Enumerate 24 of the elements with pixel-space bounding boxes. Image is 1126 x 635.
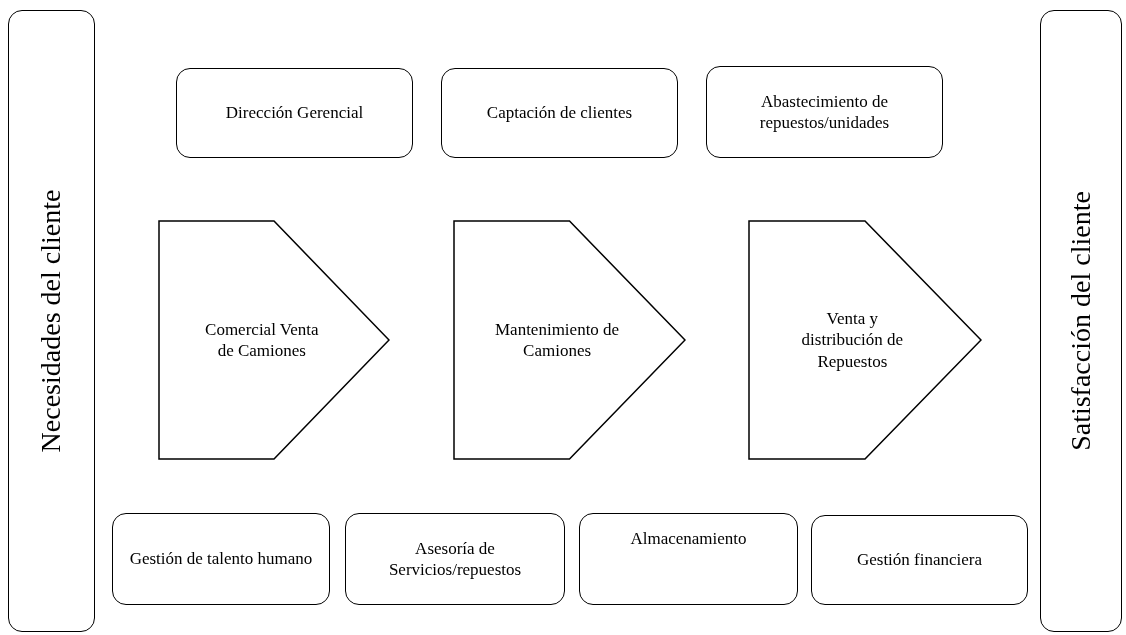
node-label: Necesidades del cliente [35,189,68,453]
node-label: Asesoría de Servicios/repuestos [387,537,523,581]
process-box [811,515,1028,605]
process-box [112,513,330,605]
node-label: Mantenimiento de Camiones [494,318,621,362]
process-box [176,68,413,158]
process-box [706,66,943,158]
node-label: Satisfacción del cliente [1065,191,1097,451]
node-label: Gestión financiera [855,549,984,571]
node-label: Captación de clientes [485,102,634,124]
node-label: Gestión de talento humano [128,548,314,570]
process-box [345,513,565,605]
stage-bar [8,10,95,632]
stage-bar [1040,10,1122,632]
process-chevron [158,220,390,460]
process-box [441,68,678,158]
node-label: Comercial Venta de Camiones [204,318,320,362]
node-label: Almacenamiento [629,528,748,550]
process-chevron [453,220,686,460]
node-label: Abastecimiento de repuestos/unidades [758,90,891,134]
node-label: Venta y distribución de Repuestos [800,308,905,372]
node-label: Dirección Gerencial [224,102,365,124]
process-box [579,513,798,605]
process-chevron [748,220,982,460]
